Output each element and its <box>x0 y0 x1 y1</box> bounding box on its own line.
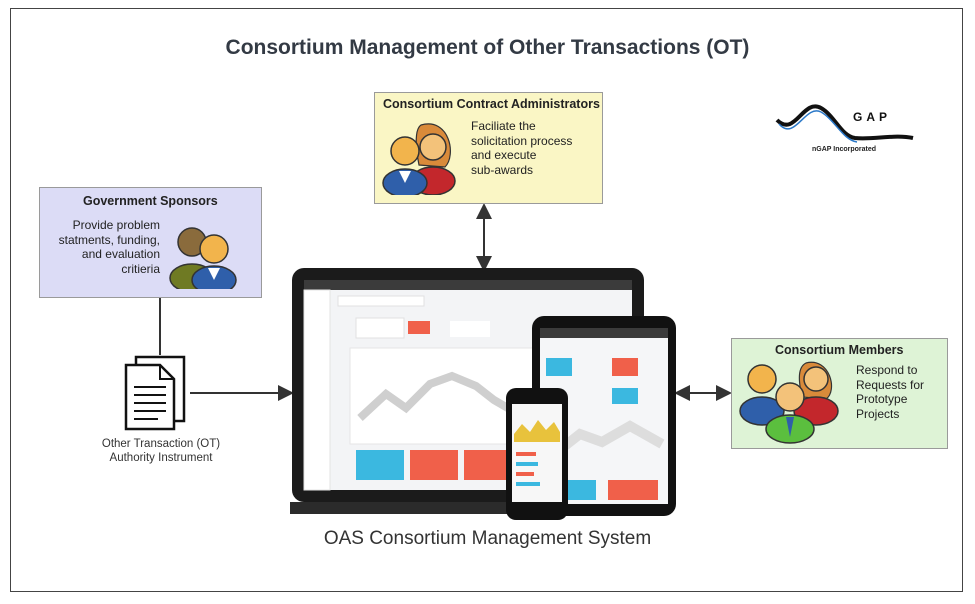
ngap-logo <box>775 104 914 143</box>
government-sponsors-title: Government Sponsors <box>83 194 218 208</box>
people-icon <box>169 227 237 289</box>
document-label: Other Transaction (OT) Authority Instrum… <box>101 438 221 464</box>
consortium-members-title: Consortium Members <box>775 343 904 357</box>
phone-icon <box>506 388 568 520</box>
consortium-members-text: Respond to Requests for Prototype Projec… <box>856 363 925 421</box>
contract-administrators-text: Faciliate the solicitation process and e… <box>471 119 573 177</box>
logo-name: GAP <box>853 110 892 124</box>
contract-administrators-title: Consortium Contract Administrators <box>383 97 600 111</box>
devices-illustration <box>290 268 676 520</box>
diagram-title: Consortium Management of Other Transacti… <box>225 36 750 59</box>
logo-subtitle: nGAP Incorporated <box>812 146 877 153</box>
consortium-members-box: Consortium Members Respond to Requests f… <box>731 338 948 449</box>
system-caption: OAS Consortium Management System <box>323 528 652 549</box>
people-icon <box>739 361 839 444</box>
document-icon <box>124 355 186 431</box>
contract-administrators-box: Consortium Contract Administrators Facil… <box>374 92 603 204</box>
government-sponsors-text: Provide problem statments, funding, and … <box>58 218 160 276</box>
people-icon <box>382 123 456 195</box>
government-sponsors-box: Government Sponsors Provide problem stat… <box>39 187 262 298</box>
